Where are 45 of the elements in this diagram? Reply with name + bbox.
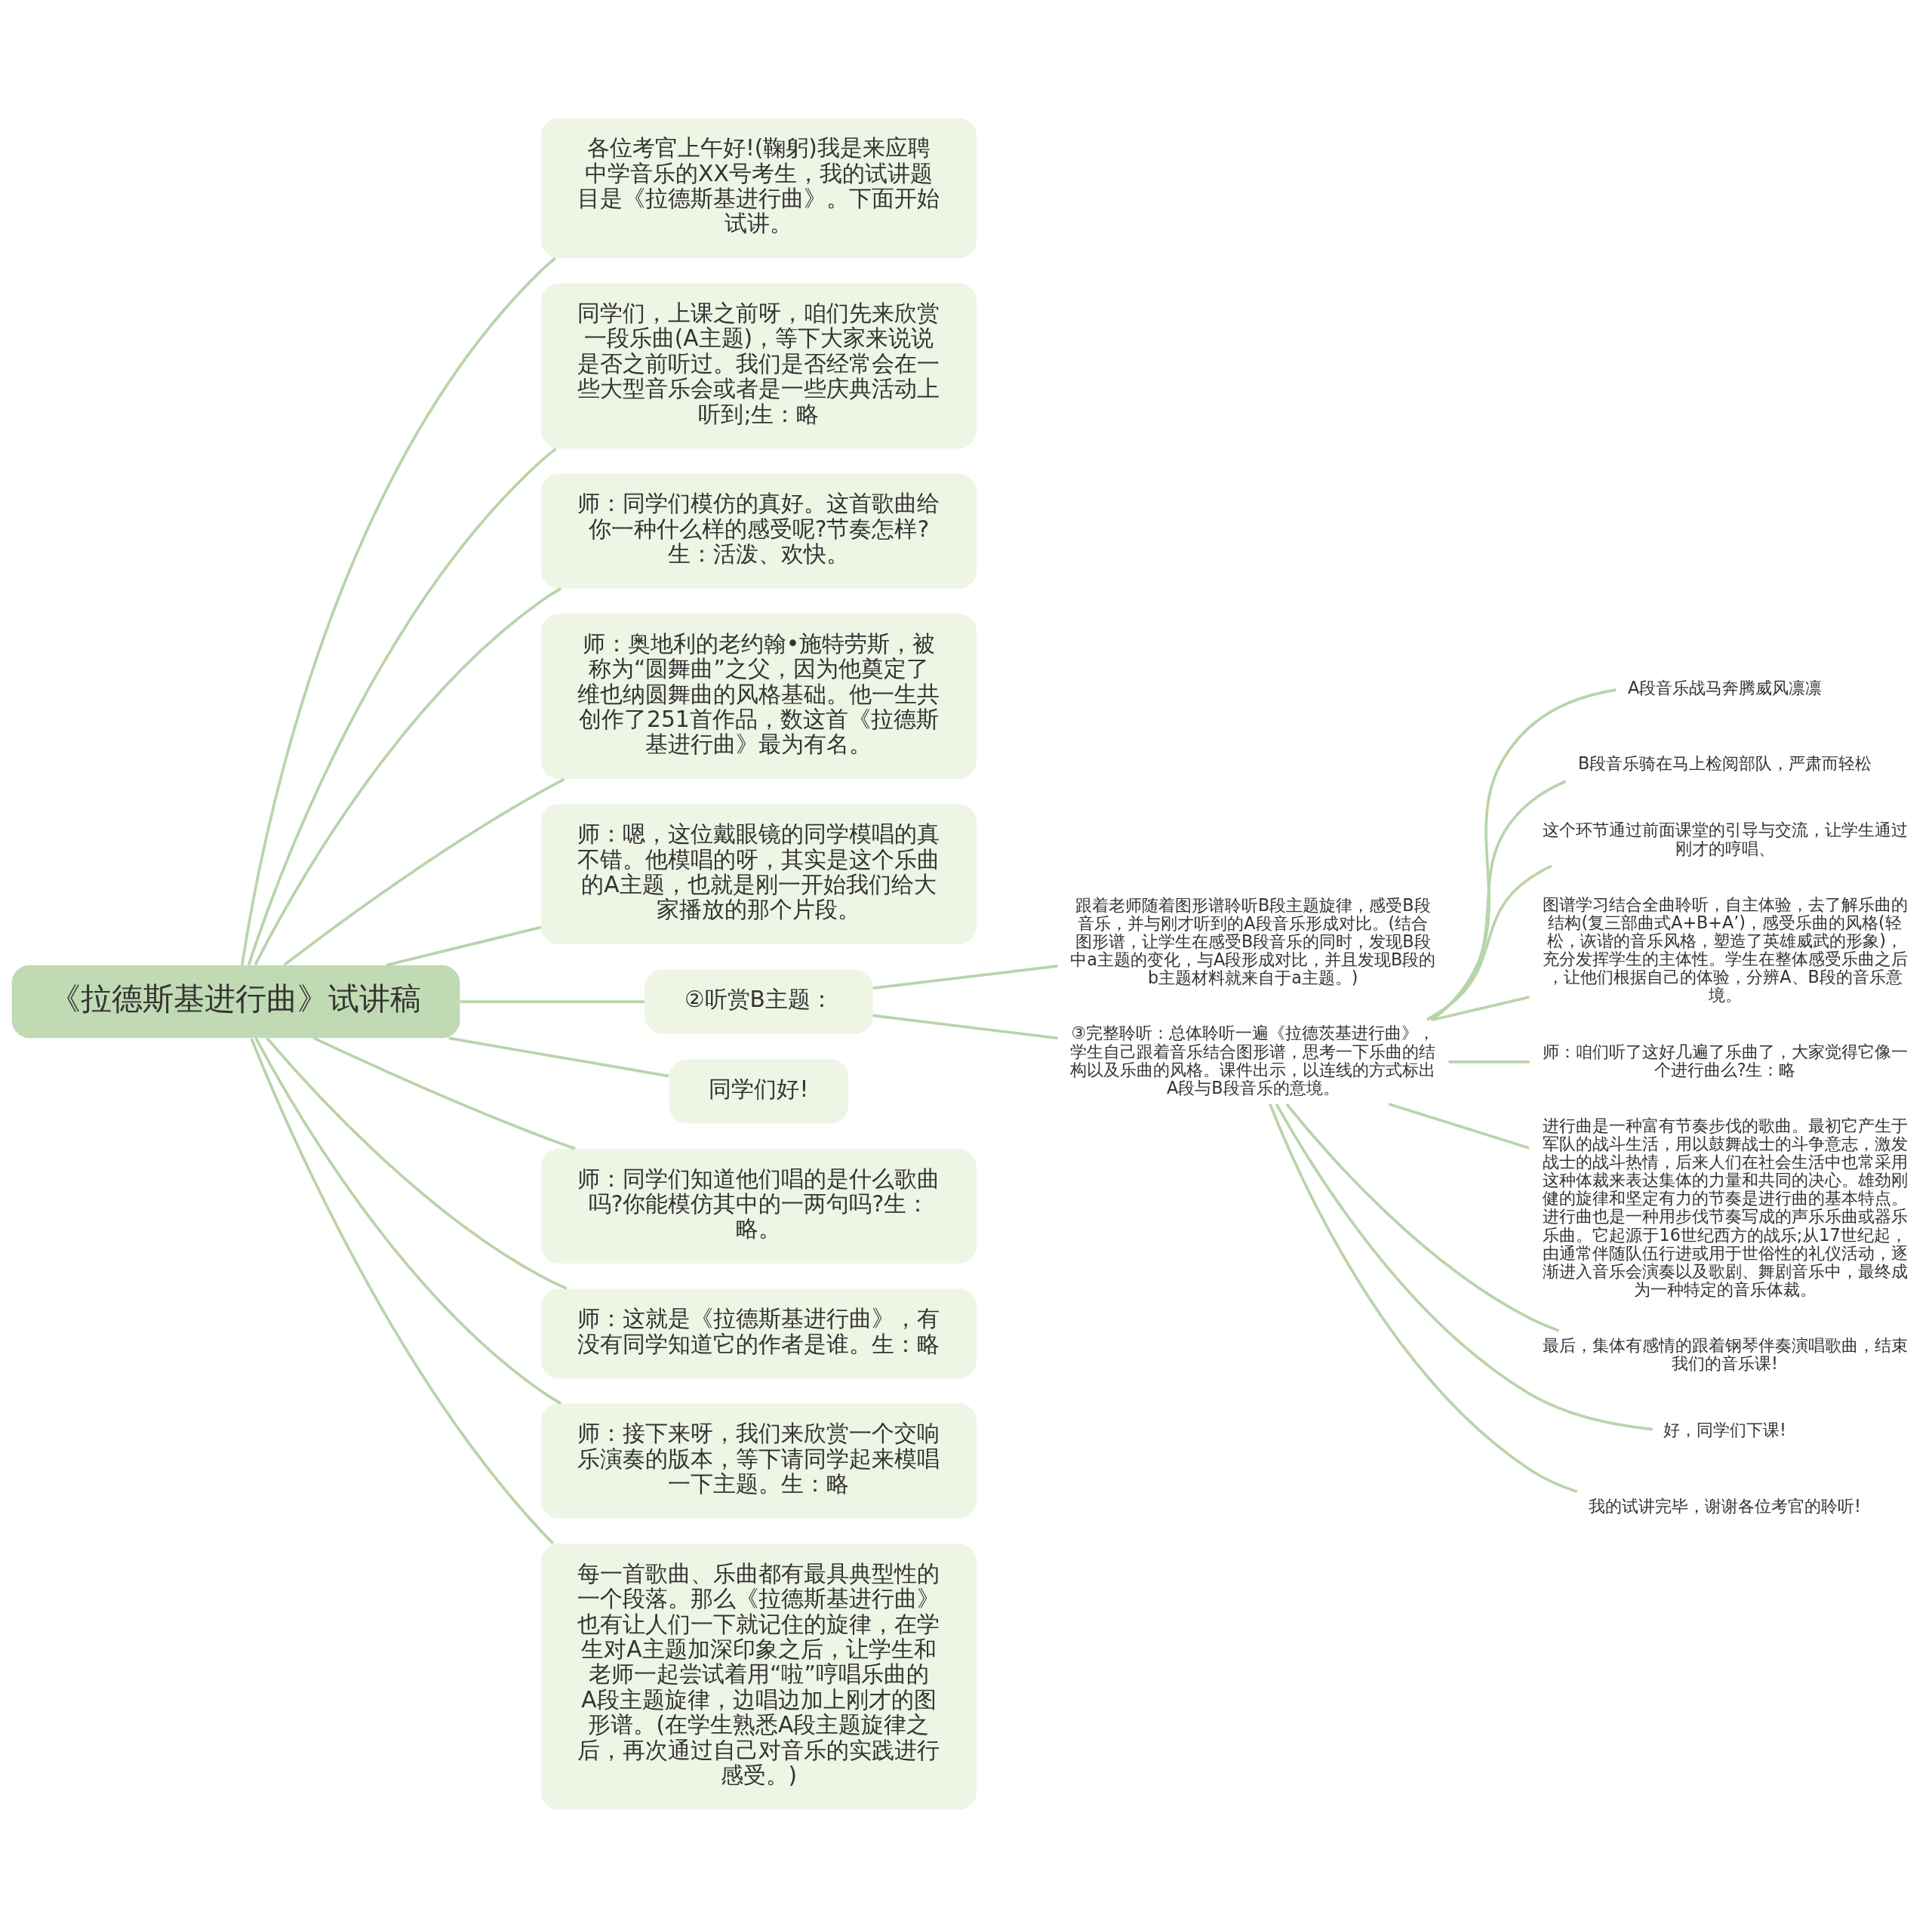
node-text: B段音乐骑在马上检阅部队，严肃而轻松 — [1577, 753, 1872, 773]
connector — [254, 1037, 561, 1405]
node-text: 进行曲是一种富有节奏步伐的歌曲。最初它产生于军队的战斗生活，用以鼓舞战士的斗争意志，激发战士的战斗热情，后来人们在社会生活中也常采用这种体裁来表达集体的力量和共同的决心。雄劲刚健的旋律和坚定有力的节奏是进行曲的基本特点。进行曲也是一种用步伐节奏写成的声乐乐曲或器乐乐曲。它起源于16世纪西方的战乐;从17世纪起，由通常伴随队伍行进或用于世俗性的礼仪活动，逐渐进入音乐会演奏以及歌剧、舞剧音乐中，最终成为一种特定的音乐体裁。 — [1542, 1115, 1908, 1299]
node-box: 同学们，上课之前呀，咱们先来欣赏一段乐曲(A主题)，等下大家来说说是否之前听过。我们是否经常会在一些大型音乐会或者是一些庆典活动上听到;生：略 — [540, 282, 977, 448]
connector — [1285, 1103, 1560, 1332]
node-text: 跟着老师随着图形谱聆听B段主题旋律，感受B段音乐，并与刚才听到的A段音乐形成对比。(结合图形谱，让学生在感受B段音乐的同时，发现B段中a主题的变化，与A段形成对比，并且发现B段的b主题材料就来自于a主题。) — [1070, 894, 1436, 987]
connector — [386, 925, 542, 966]
node-text: 师：咱们听了这好几遍了乐曲了，大家觉得它像一个进行曲么?生：略 — [1542, 1041, 1908, 1079]
connector — [283, 777, 565, 966]
node-box: 师：接下来呀，我们来欣赏一个交响乐演奏的版本，等下请同学起来模唱一下主题。生：略 — [540, 1403, 977, 1519]
connector — [266, 1036, 568, 1290]
node-box: 师：这就是《拉德斯基进行曲》，有没有同学知道它的作者是谁。生：略 — [540, 1288, 977, 1378]
node-box: ②听赏B主题： — [645, 968, 873, 1034]
connector — [448, 1036, 669, 1077]
node-text: 图谱学习结合全曲聆听，自主体验，去了解乐曲的结构(复三部曲式A+B+A’)，感受乐曲的风格(轻松，诙谐的音乐风格，塑造了英雄威武的形象)，充分发挥学生的主体性。学生在整体感受乐曲之后，让他们根据自己的体验，分辨A、B段的音乐意境。 — [1542, 894, 1908, 1005]
connector — [247, 447, 557, 965]
connector — [254, 586, 561, 965]
connector — [1432, 995, 1530, 1021]
node-box: 每一首歌曲、乐曲都有最具典型性的一个段落。那么《拉德斯基进行曲》也有让人们一下就记住的旋律，在学生对A主题加深印象之后，让学生和老师一起尝试着用“啦”哼唱乐曲的A段主题旋律，边唱边加上刚才的图形谱。(在学生熟悉A段主题旋律之后，再次通过自己对音乐的实践进行感受。) — [540, 1543, 977, 1810]
connector — [1426, 864, 1552, 1021]
node-box: 师：同学们知道他们唱的是什么歌曲吗?你能模仿其中的一两句吗?生：略。 — [540, 1148, 977, 1264]
connector — [1448, 1060, 1530, 1064]
node-text: 我的试讲完毕，谢谢各位考官的聆听! — [1589, 1495, 1862, 1516]
node-box: 同学们好! — [669, 1058, 849, 1123]
connector — [1269, 1103, 1578, 1493]
node-box: 师：同学们模仿的真好。这首歌曲给你一种什么样的感受呢?节奏怎样?生：活泼、欢快。 — [540, 473, 977, 589]
connector — [312, 1036, 576, 1150]
node-text: 这个环节通过前面课堂的引导与交流，让学生通过刚才的哼唱、 — [1542, 819, 1908, 858]
node-text: A段音乐战马奔腾威风凛凛 — [1627, 677, 1823, 697]
connector — [460, 999, 645, 1003]
connector — [1388, 1102, 1530, 1150]
connector — [1429, 779, 1567, 1021]
connector — [240, 257, 556, 965]
node-box: 《拉德斯基进行曲》试讲稿 — [11, 965, 460, 1038]
connector — [872, 964, 1058, 990]
node-box: 师：嗯，这位戴眼镜的同学模唱的真不错。他模唱的呀，其实是这个乐曲的A主题，也就是刚一开始我们给大家播放的那个片段。 — [540, 804, 977, 944]
connector — [1431, 688, 1617, 1021]
connector — [250, 1038, 555, 1544]
node-text: 最后，集体有感情的跟着钢琴伴奏演唱歌曲，结束我们的音乐课! — [1542, 1334, 1908, 1373]
node-text: 好，同学们下课! — [1663, 1419, 1787, 1439]
node-text: ③完整聆听：总体聆听一遍《拉德茨基进行曲》，学生自己跟着音乐结合图形谱，思考一下乐曲的结构以及乐曲的风格。课件出示，以连线的方式标出A段与B段音乐的意境。 — [1070, 1022, 1436, 1097]
node-box: 师：奥地利的老约翰•施特劳斯，被称为“圆舞曲”之父，因为他奠定了维也纳圆舞曲的风格基础。他一生共创作了251首作品，数这首《拉德斯基进行曲》最为有名。 — [540, 613, 977, 779]
connector — [872, 1014, 1058, 1039]
node-box: 各位考官上午好!(鞠躬)我是来应聘中学音乐的XX号考生，我的试讲题目是《拉德斯基进行曲》。下面开始试讲。 — [540, 117, 977, 258]
connector — [1275, 1103, 1653, 1430]
